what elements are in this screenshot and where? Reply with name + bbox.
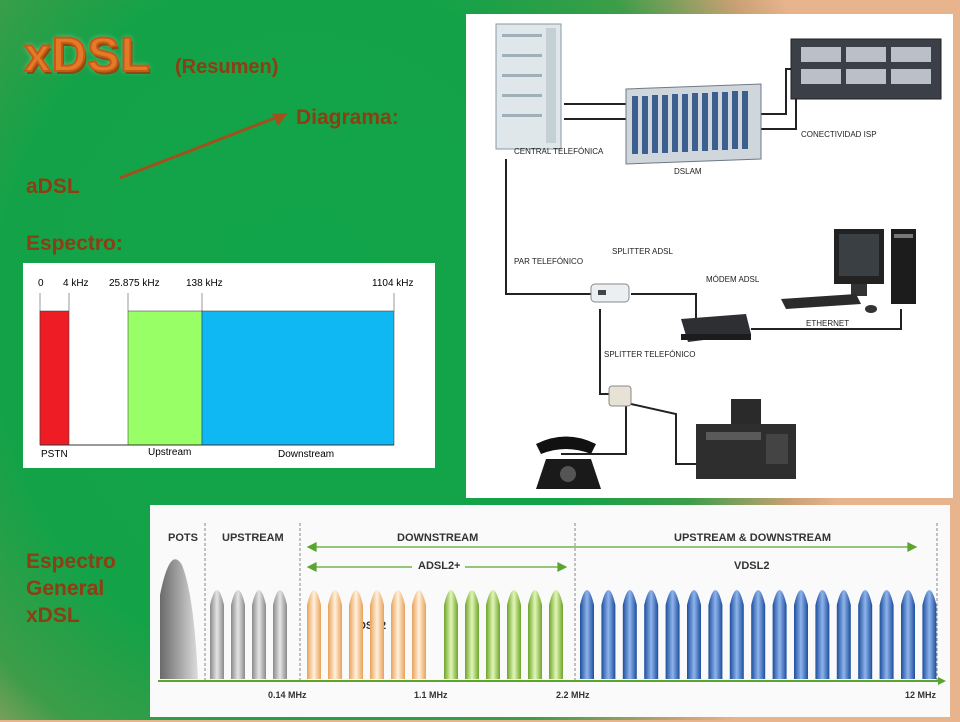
upstream-band (127, 310, 203, 446)
isp-router-icon (790, 38, 942, 100)
adsl-spectrum-panel: 0 4 kHz 25.875 kHz 138 kHz 1104 kHz PSTN… (23, 263, 435, 468)
vdsl2-carrier (836, 590, 851, 679)
pots-band (160, 559, 198, 679)
ethernet-label: ETHERNET (806, 319, 849, 328)
tick-0: 0 (38, 278, 44, 289)
vdsl2-carrier (622, 590, 637, 679)
upstream-carrier (231, 590, 245, 679)
pstn-band (39, 310, 70, 446)
general-label-line1: Espectro (26, 550, 116, 573)
slide-title: xDSL (23, 28, 151, 83)
general-spectrum-label: Espectro General xDSL (26, 548, 116, 629)
tick-1104khz: 1104 kHz (372, 278, 414, 289)
adsl2-carrier (370, 590, 384, 679)
vdsl2-carrier (922, 590, 937, 679)
arrow-icon (119, 113, 288, 180)
adsl2plus-carrier (486, 590, 500, 679)
vdsl2-carrier (644, 590, 659, 679)
tick-25khz: 25.875 kHz (109, 278, 160, 289)
adsl-label: aDSL (26, 175, 80, 198)
modem-label: MÓDEM ADSL (706, 275, 760, 284)
adsl2plus-carrier (465, 590, 479, 679)
vdsl2-carrier (815, 590, 830, 679)
tick-4khz: 4 kHz (63, 278, 89, 289)
downstream-band (201, 310, 395, 446)
freq-12mhz: 12 MHz (905, 690, 937, 700)
adsl2plus-carrier (549, 590, 563, 679)
upstream-carrier (210, 590, 224, 679)
header-downstream: DOWNSTREAM (397, 532, 478, 544)
fax-icon (696, 399, 796, 479)
general-label-line3: xDSL (26, 604, 80, 627)
upstream-carrier (252, 590, 266, 679)
diagram-label: Diagrama: (296, 106, 399, 129)
vdsl2-label: VDSL2 (734, 560, 769, 572)
vdsl2-carrier (751, 590, 766, 679)
splitter-adsl-icon (590, 283, 630, 303)
computer-icon (781, 229, 916, 313)
dslam-label: DSLAM (674, 167, 702, 176)
adsl2-carrier (391, 590, 405, 679)
downstream-label: Downstream (278, 449, 334, 460)
central-label: CENTRAL TELEFÓNICA (514, 147, 604, 156)
splitter-phone-label: SPLITTER TELEFÓNICO (604, 350, 695, 359)
network-diagram-panel: CENTRAL TELEFÓNICA DSLAM CONECTIVIDAD IS… (466, 14, 953, 498)
telephone-icon (536, 436, 601, 489)
header-upstream: UPSTREAM (222, 532, 284, 544)
adsl2-carrier (349, 590, 363, 679)
pair-label: PAR TELEFÓNICO (514, 257, 583, 266)
slide-subtitle: (Resumen) (175, 56, 279, 78)
pstn-label: PSTN (41, 449, 68, 460)
xdsl-spectrum-panel: POTS UPSTREAM DOWNSTREAM UPSTREAM & DOWN… (150, 505, 950, 717)
vdsl2-carrier (580, 590, 594, 679)
vdsl2-carrier (858, 590, 873, 679)
adsl2plus-carrier (444, 590, 458, 679)
modem-icon (681, 314, 751, 342)
adsl2plus-label: ADSL2+ (418, 560, 461, 572)
vdsl2-carrier (879, 590, 894, 679)
vdsl2-carrier (665, 590, 680, 679)
vdsl2-carrier (901, 590, 915, 679)
adsl2-carrier (328, 590, 342, 679)
vdsl2-carrier (687, 590, 701, 679)
splitter-phone-icon (608, 385, 632, 407)
dslam-icon (625, 83, 762, 165)
tick-138khz: 138 kHz (186, 278, 223, 289)
adsl2-carrier (307, 590, 321, 679)
splitter-adsl-label: SPLITTER ADSL (612, 247, 673, 256)
isp-label: CONECTIVIDAD ISP (801, 130, 877, 139)
upstream-label: Upstream (148, 447, 191, 458)
spectrum-label: Espectro: (26, 232, 123, 255)
vdsl2-carrier (729, 590, 744, 679)
vdsl2-carrier (708, 590, 723, 679)
general-label-line2: General (26, 577, 105, 600)
freq-1.1mhz: 1.1 MHz (414, 690, 448, 700)
vdsl2-carrier (772, 590, 787, 679)
freq-0.14mhz: 0.14 MHz (268, 690, 307, 700)
vdsl2-carrier (601, 590, 616, 679)
adsl2-carrier (412, 590, 426, 679)
freq-2.2mhz: 2.2 MHz (556, 690, 590, 700)
adsl2plus-carrier (528, 590, 542, 679)
header-pots: POTS (168, 532, 198, 544)
upstream-carrier (273, 590, 287, 679)
adsl2plus-carrier (507, 590, 521, 679)
header-up-down: UPSTREAM & DOWNSTREAM (674, 532, 831, 544)
vdsl2-carrier (794, 590, 808, 679)
central-office-icon (495, 23, 562, 150)
